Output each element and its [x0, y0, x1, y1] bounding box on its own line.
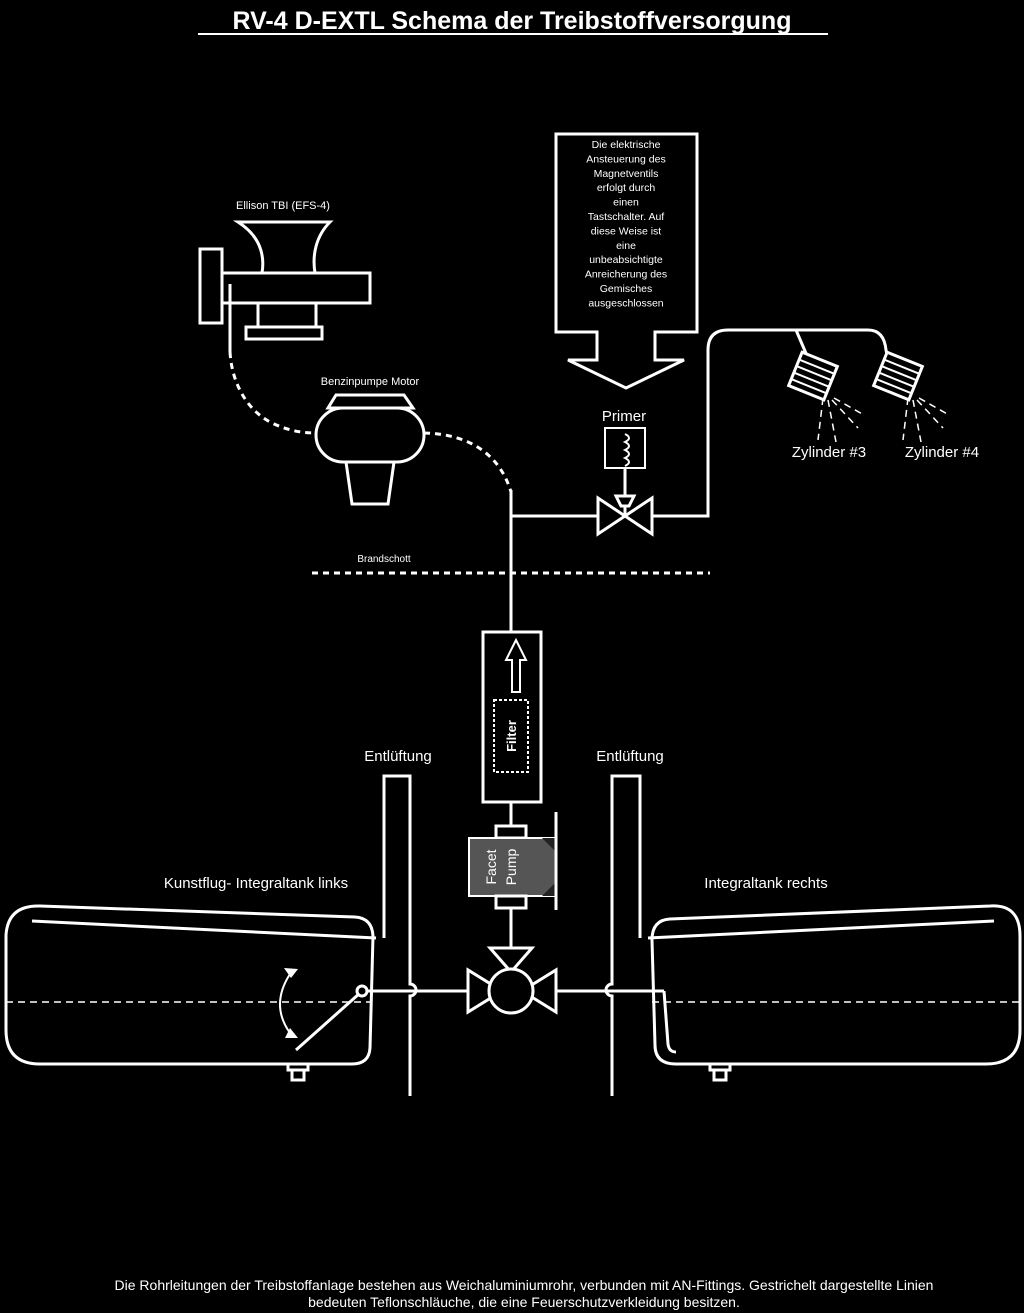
facet-label-line2: Pump: [503, 849, 519, 886]
vent-right-label: Entlüftung: [596, 748, 664, 765]
primer-line-to-cylinders: [652, 328, 890, 518]
cylinder-3-label: Zylinder #3: [792, 444, 866, 461]
cylinder-3-spray: [817, 397, 865, 443]
vent-left-label: Entlüftung: [364, 748, 432, 765]
note-line: Anreicherung des: [585, 269, 667, 281]
note-line: diese Weise ist: [591, 225, 662, 237]
left-integral-tank: [4, 904, 377, 1082]
note-line: Ansteuerung des: [586, 153, 665, 165]
fuel-selector-valve: [466, 946, 558, 1015]
firewall-label: Brandschott: [357, 554, 411, 565]
tbi-unit: [198, 220, 372, 352]
left-tank-label: Kunstflug- Integraltank links: [164, 875, 348, 892]
engine-fuel-pump: [314, 393, 426, 506]
filter-label: Filter: [504, 720, 519, 752]
facet-electric-pump: Facet Pump: [468, 812, 558, 910]
footer-line-2: bedeuten Teflonschläuche, die eine Feuer…: [308, 1294, 740, 1310]
tbi-label: Ellison TBI (EFS-4): [236, 200, 330, 212]
note-line: einen: [613, 197, 639, 209]
vent-line-left: [382, 774, 418, 1096]
cylinder-4-injector: [871, 350, 925, 402]
note-line: Die elektrische: [592, 139, 661, 151]
note-line: Magnetventils: [594, 168, 659, 180]
fuel-filter: Filter: [481, 630, 543, 804]
hose-tbi-to-pump: [228, 351, 317, 435]
note-line: erfolgt durch: [597, 182, 656, 194]
note-line: unbeabsichtigte: [589, 254, 663, 266]
primer-label: Primer: [602, 408, 646, 425]
hose-pump-to-junction: [423, 431, 513, 493]
note-line: Tastschalter. Auf: [588, 211, 665, 223]
diagram-title: RV-4 D-EXTL Schema der Treibstoffversorg…: [233, 7, 792, 35]
right-integral-tank: [647, 904, 1022, 1082]
note-line: Gemisches: [600, 283, 653, 295]
cylinder-3-injector: [786, 350, 840, 402]
cylinder-4-label: Zylinder #4: [905, 444, 979, 461]
note-line: eine: [616, 240, 636, 252]
vent-line-right: [604, 774, 642, 1096]
cylinder-4-spray: [902, 397, 950, 443]
note-line: ausgeschlossen: [588, 297, 663, 309]
facet-label-line1: Facet: [483, 849, 499, 884]
right-tank-label: Integraltank rechts: [704, 875, 827, 892]
primer-solenoid-valve: [596, 427, 654, 537]
engine-pump-label: Benzinpumpe Motor: [321, 376, 420, 388]
footer-line-1: Die Rohrleitungen der Treibstoffanlage b…: [115, 1277, 934, 1293]
